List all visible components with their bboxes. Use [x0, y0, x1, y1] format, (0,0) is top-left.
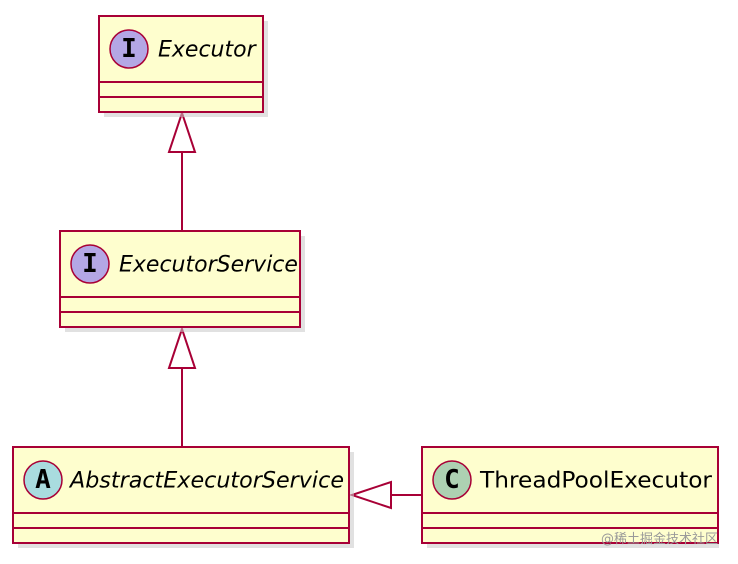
class-name: AbstractExecutorService — [68, 469, 344, 494]
generalization-arrowhead — [167, 109, 197, 153]
relation-abstractexecutorservice-to-executorservice — [167, 325, 197, 447]
interface-stereotype-icon — [109, 29, 149, 69]
stereotype-letter: C — [444, 465, 460, 495]
stereotype-letter: I — [121, 34, 137, 64]
stereotype-letter: I — [82, 249, 98, 279]
class-abstractexecutorservice: A AbstractExecutorService — [12, 446, 354, 548]
class-name: Executor — [158, 38, 258, 63]
abstract-stereotype-icon — [23, 460, 63, 500]
interface-stereotype-icon — [70, 244, 110, 284]
stereotype-letter: A — [35, 465, 51, 495]
relation-threadpoolexecutor-to-abstractexecutorservice — [348, 480, 422, 510]
class-executorservice: I ExecutorService — [59, 230, 305, 332]
class-executor: I Executor — [98, 15, 268, 117]
class-name: ExecutorService — [119, 253, 298, 278]
class-name: ThreadPoolExecutor — [479, 469, 713, 494]
relation-executorservice-to-executor — [167, 109, 197, 231]
generalization-arrowhead — [167, 325, 197, 369]
class-threadpoolexecutor: C ThreadPoolExecutor — [421, 446, 719, 548]
watermark-text: @稀土掘金技术社区 — [601, 531, 718, 547]
class-stereotype-icon — [432, 460, 472, 500]
generalization-arrowhead — [348, 480, 392, 510]
